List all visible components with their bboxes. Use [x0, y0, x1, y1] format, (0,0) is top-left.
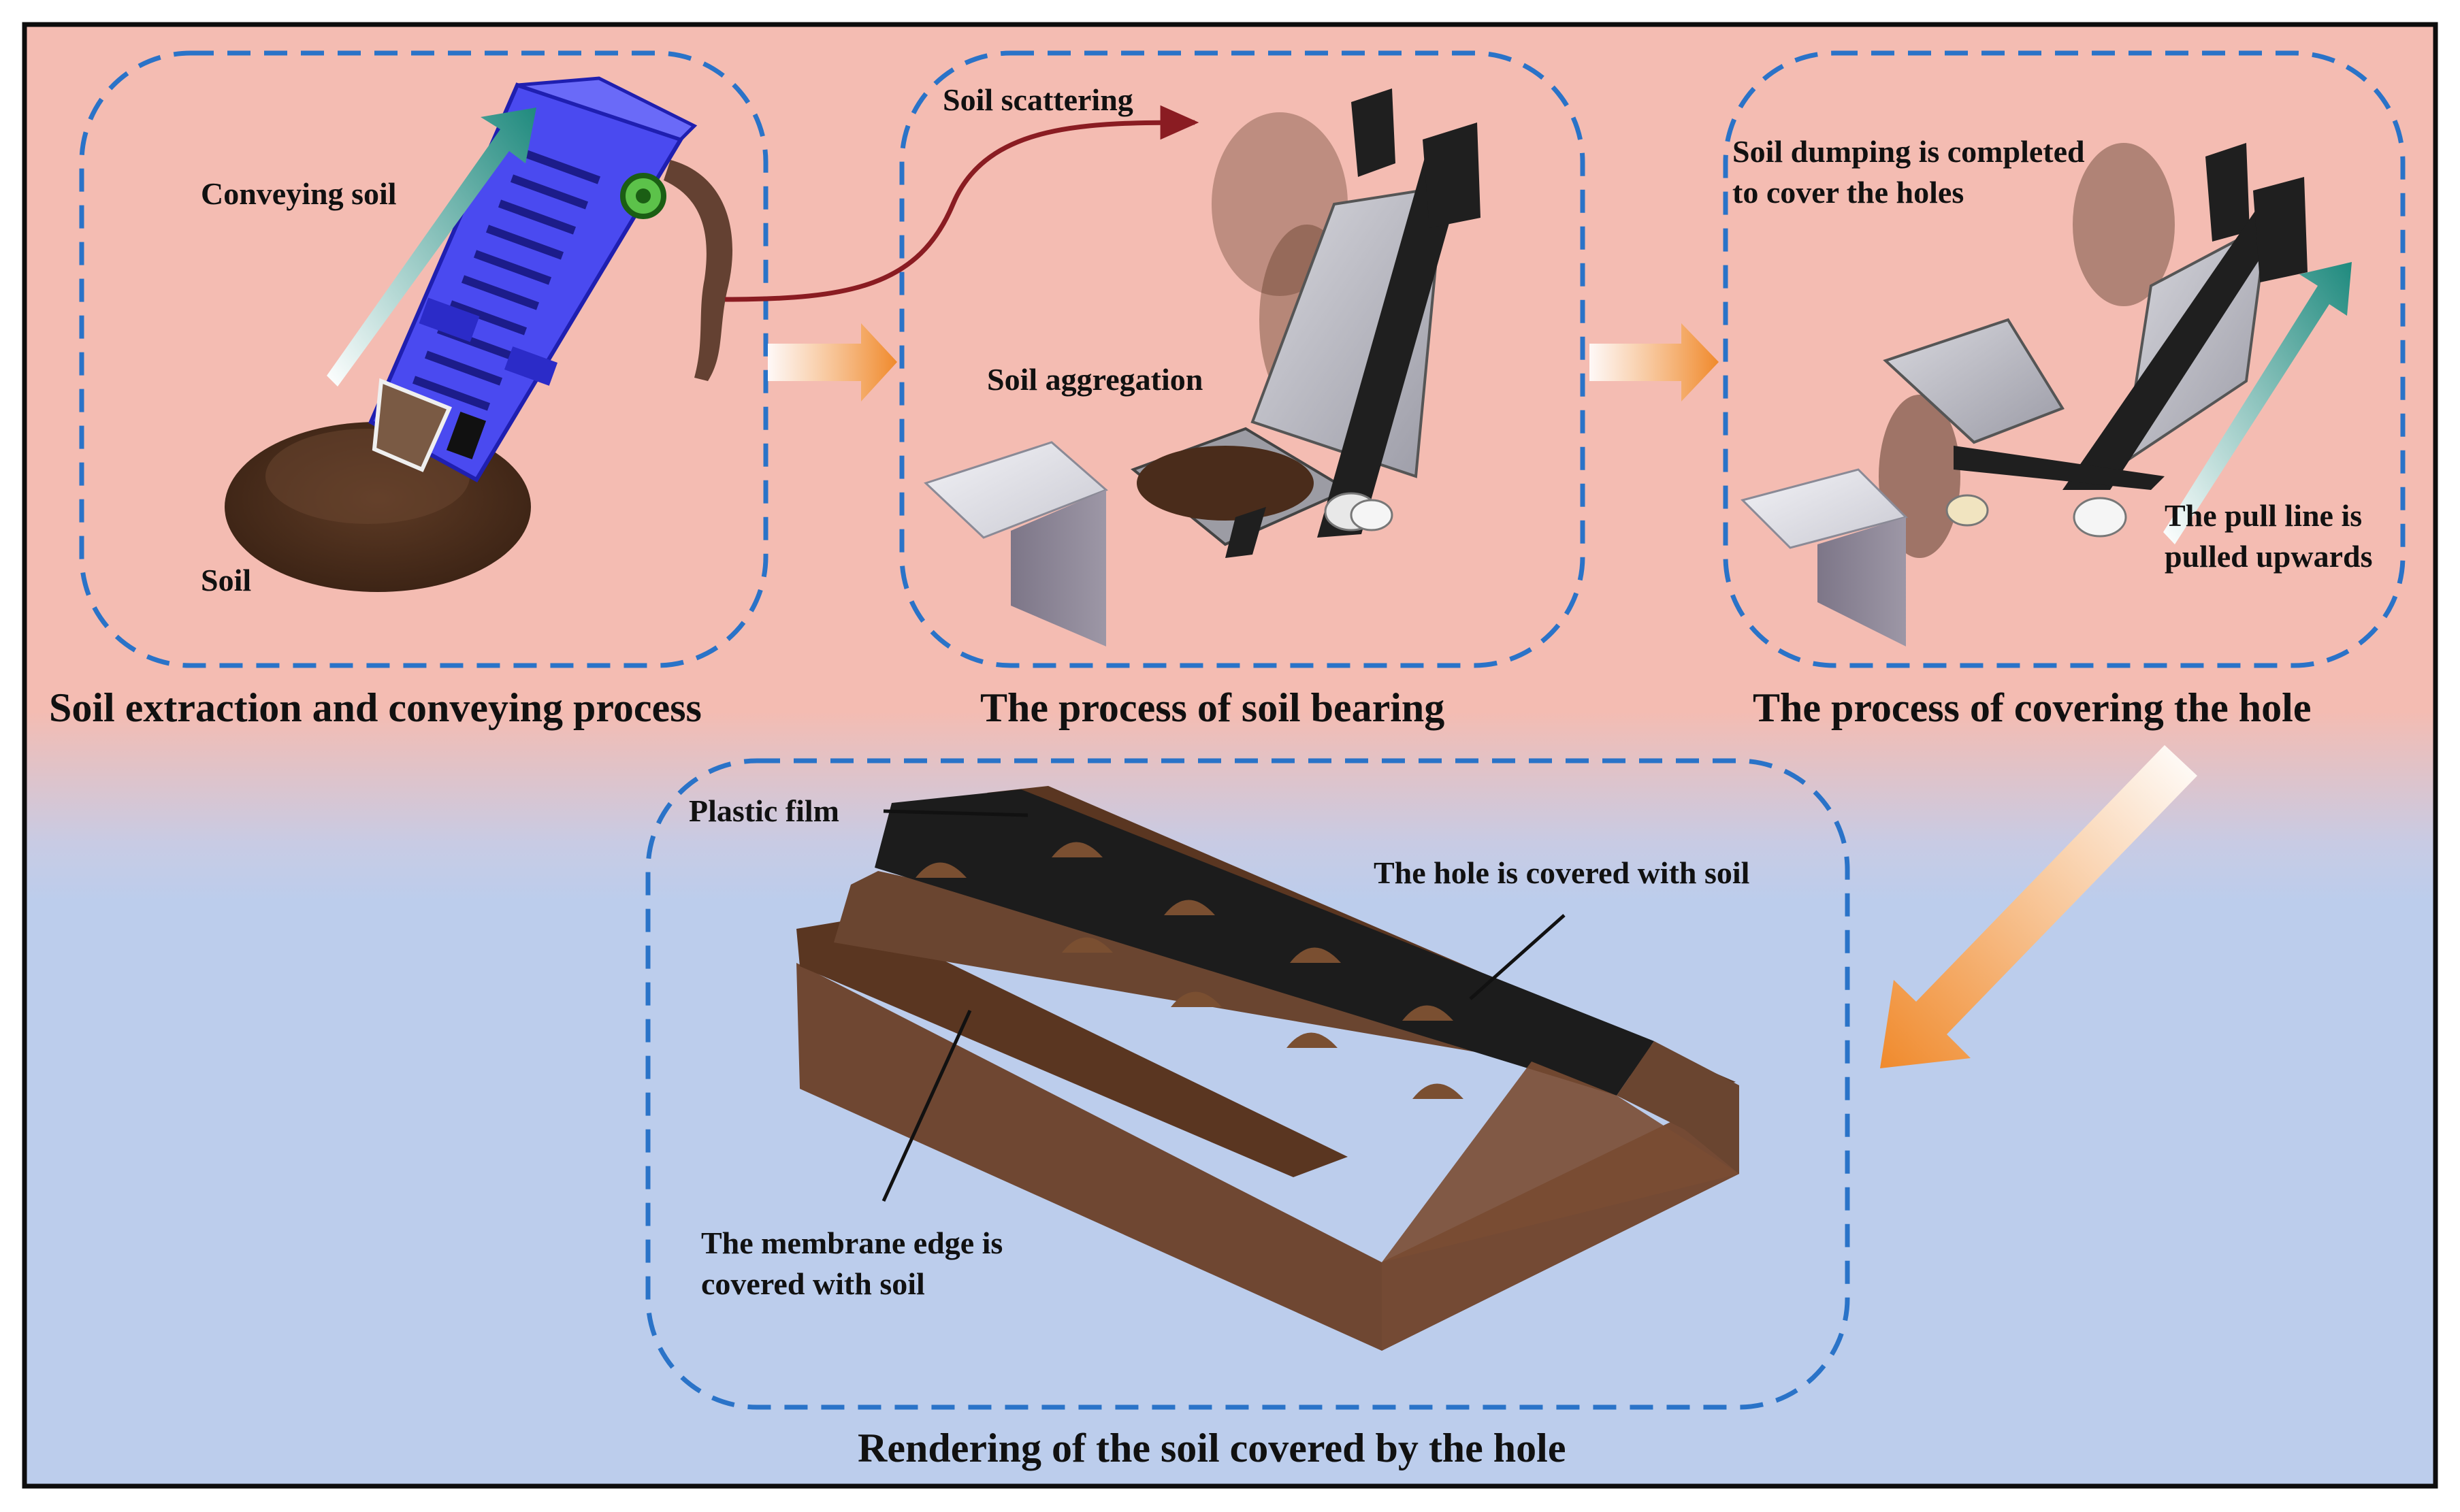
covered-holes [916, 842, 1463, 1099]
dumping-label-line2: to cover the holes [1732, 175, 1964, 210]
pulley-bearing [1324, 492, 1393, 531]
flow-arrow-3 [1880, 745, 2197, 1068]
flow-arrow-2 [1589, 323, 1719, 401]
panel-bearing-frame [899, 50, 1585, 668]
pulley-covering [1945, 494, 2127, 538]
covering-frame-arms [1954, 143, 2308, 490]
pull-arrow [2163, 262, 2352, 544]
hole-leader-line [1469, 914, 1566, 1000]
hole-covered-label: The hole is covered with soil [1374, 855, 1749, 890]
soil-scattering-label: Soil scattering [943, 82, 1133, 117]
pull-label-line2: pulled upwards [2165, 539, 2373, 574]
plastic-film-label: Plastic film [689, 793, 839, 828]
rendering-title: Rendering of the soil covered by the hol… [858, 1426, 1566, 1470]
extraction-title: Soil extraction and conveying process [49, 685, 702, 730]
ridge-model [796, 786, 1739, 1351]
edge-label-line2: covered with soil [701, 1266, 925, 1301]
cover-plate-covering [1741, 468, 1908, 646]
flow-arrow-1 [768, 323, 897, 401]
pull-label-line1: The pull line is [2165, 498, 2362, 533]
bearing-title: The process of soil bearing [980, 685, 1444, 730]
panel-covering-frame [1723, 50, 2406, 668]
soil-stream-conveyor [664, 160, 733, 381]
covering-title: The process of covering the hole [1753, 685, 2311, 730]
edge-leader-line [881, 1009, 972, 1202]
dumping-label-line1: Soil dumping is completed [1732, 134, 2085, 169]
soil-label: Soil [201, 563, 251, 597]
conveying-soil-label: Conveying soil [201, 176, 397, 211]
panel-rendering-frame [645, 758, 1850, 1410]
panel-extraction-frame [79, 50, 768, 668]
bearing-frame-arms [1225, 88, 1480, 558]
film-leader-line [883, 809, 1029, 817]
conveying-arrow [327, 108, 536, 387]
conveyor-unit [368, 76, 698, 483]
soil-aggregation-label: Soil aggregation [987, 362, 1203, 397]
cover-plate-bearing [924, 441, 1108, 646]
plastic-film-surface [875, 789, 1654, 1096]
edge-label-line1: The membrane edge is [701, 1226, 1003, 1260]
soil-scattering-arrow [724, 105, 1199, 302]
